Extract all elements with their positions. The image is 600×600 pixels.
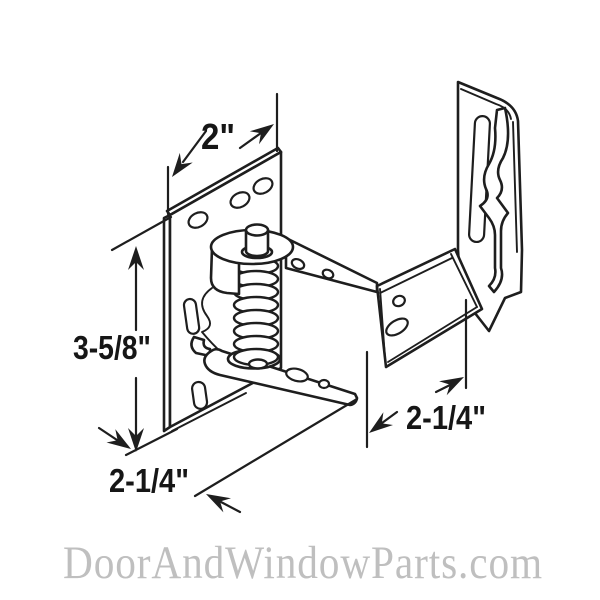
dimension-arrow [172, 152, 193, 177]
dimension-line [434, 383, 452, 394]
top-pivot-bracket [209, 223, 295, 296]
plate-slot [190, 380, 209, 410]
dimension-line [380, 410, 399, 425]
arm-hole [290, 257, 306, 271]
watermark-text: DoorAndWindowParts.com [63, 537, 543, 589]
dimension-arrow [128, 246, 144, 270]
dimension-line [238, 131, 263, 150]
clip-right-fold-line [512, 121, 518, 253]
extension-line [124, 427, 179, 457]
dimension-arrow [106, 429, 131, 449]
dimension-line [97, 426, 119, 442]
arm-hole [321, 268, 335, 280]
dimension-line [181, 129, 208, 164]
bottom-bracket-hole [317, 378, 331, 390]
spring-clip-tab [478, 106, 510, 294]
pivot-pin [244, 228, 270, 258]
plate-hole [252, 177, 274, 195]
wing-top-thickness [379, 257, 453, 294]
plate-slot [182, 297, 201, 335]
dimension-depth-left: 2-1/4" [97, 397, 359, 514]
extension-line [193, 397, 359, 498]
plate-hole [187, 211, 209, 229]
wing-bottom-thickness [387, 306, 478, 363]
dimension-height-label: 3-5/8" [73, 329, 151, 366]
wing-fold-line [379, 288, 386, 359]
extension-line [110, 215, 173, 252]
dimension-arrow [249, 124, 274, 145]
dimension-width-label: 2" [201, 116, 235, 157]
dimension-depth-left-label: 2-1/4" [109, 462, 189, 499]
dimension-arrow [206, 494, 231, 513]
coil-spring [232, 256, 280, 370]
pivot-arm [284, 236, 379, 294]
wing-right-thickness [450, 253, 478, 308]
dimension-line [219, 500, 242, 514]
dimension-arrow [439, 377, 464, 396]
pivot-pin-top [244, 223, 270, 237]
jamb-bracket-wing [375, 247, 484, 369]
dimension-height: 3-5/8" [73, 215, 179, 457]
bottom-bracket-hole [285, 367, 309, 383]
dimension-arrow [369, 412, 393, 433]
jamb-clip-plate [456, 80, 524, 333]
wing-slot-hole [385, 317, 409, 337]
bracket-lug-curve [201, 287, 223, 354]
plate-bottom-edge [171, 392, 247, 432]
dimension-width: 2" [166, 92, 279, 216]
dimension-depth-right: 2-1/4" [365, 298, 486, 449]
dimension-depth-right-label: 2-1/4" [406, 399, 486, 436]
wing-hole [392, 294, 406, 308]
plate-hole [229, 191, 251, 209]
dimension-arrow [128, 428, 144, 452]
spring-coil-tip [247, 358, 269, 370]
